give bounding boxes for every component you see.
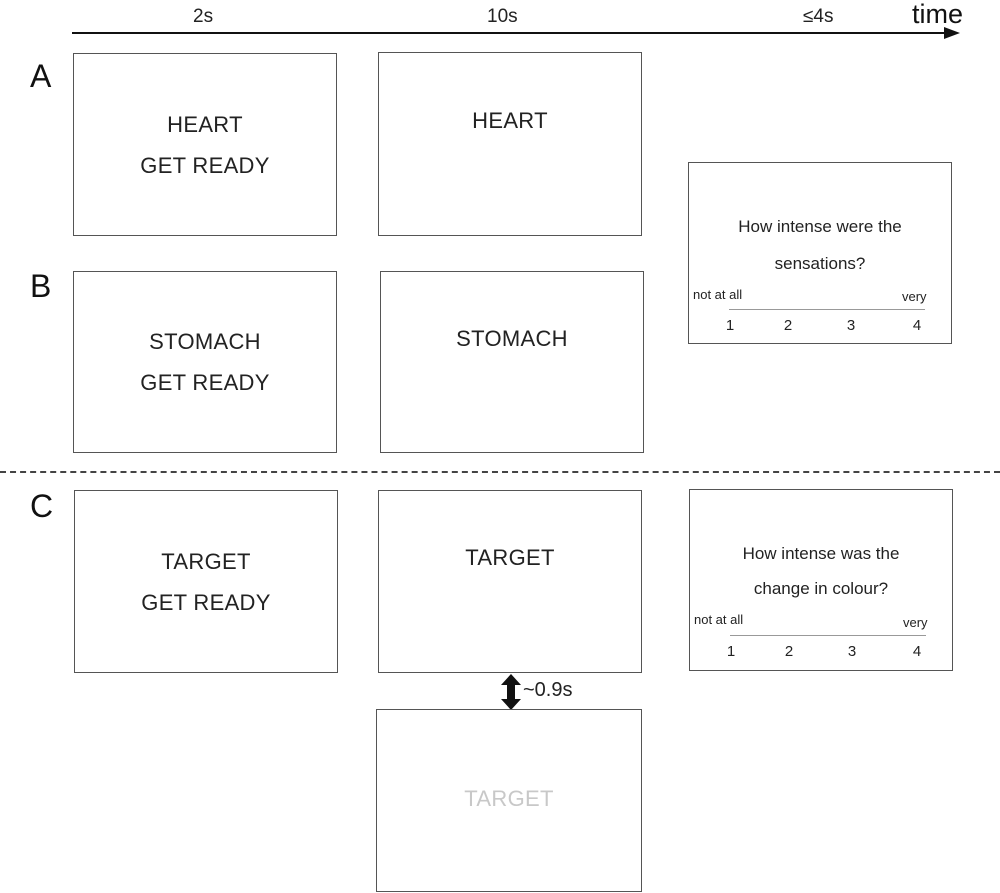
scale-option-4: 4 xyxy=(912,317,922,334)
scale-option-4: 4 xyxy=(912,643,922,660)
question-line1: How intense was the xyxy=(742,544,900,563)
faded-stimulus-text: TARGET xyxy=(464,786,554,811)
scale-option-2: 2 xyxy=(783,317,793,334)
scale-label-high: very xyxy=(902,289,927,304)
scale-label-low: not at all xyxy=(693,287,743,302)
panel-a-stimulus-screen: HEART xyxy=(378,52,642,236)
interval-label: ~0.9s xyxy=(523,679,573,701)
stimulus-text: STOMACH xyxy=(456,325,568,351)
scale-rule xyxy=(729,309,925,310)
scale-option-1: 1 xyxy=(726,643,736,660)
panel-letter-b: B xyxy=(30,268,52,304)
cue-line1: HEART xyxy=(167,111,243,137)
scale-option-1: 1 xyxy=(725,317,735,334)
stimulus-text: HEART xyxy=(472,107,548,133)
panel-b-stimulus-screen: STOMACH xyxy=(380,271,644,453)
panel-letter-a: A xyxy=(30,58,52,94)
cue-line2: GET READY xyxy=(140,152,270,178)
cue-line2: GET READY xyxy=(141,589,271,615)
question-line2: sensations? xyxy=(774,254,866,273)
cue-line2: GET READY xyxy=(140,370,270,395)
stimulus-text: TARGET xyxy=(465,545,555,570)
timeline-arrowhead xyxy=(944,27,960,39)
scale-option-3: 3 xyxy=(847,643,857,660)
scale-rule xyxy=(730,635,926,636)
scale-label-high: very xyxy=(903,615,928,630)
question-line1: How intense were the xyxy=(738,217,902,236)
panel-b-cue-screen: STOMACH GET READY xyxy=(73,271,337,453)
panel-a-cue-screen: HEART GET READY xyxy=(73,53,337,236)
section-separator xyxy=(0,471,1000,473)
rating-screen-sensations: How intense were the sensations? not at … xyxy=(688,162,952,344)
scale-option-3: 3 xyxy=(846,317,856,334)
time-axis-title: time xyxy=(912,0,964,29)
cue-line1: TARGET xyxy=(161,548,251,574)
panel-c-cue-screen: TARGET GET READY xyxy=(74,490,338,673)
rating-screen-colour: How intense was the change in colour? no… xyxy=(689,489,953,671)
timeline-axis xyxy=(72,27,960,39)
question-line2: change in colour? xyxy=(753,579,889,598)
time-label-stimulus: 10s xyxy=(487,6,518,27)
scale-label-low: not at all xyxy=(694,612,744,627)
panel-c-faded-stimulus-screen: TARGET xyxy=(376,709,642,892)
panel-letter-c: C xyxy=(30,488,54,524)
scale-option-2: 2 xyxy=(784,643,794,660)
double-arrow-icon xyxy=(501,674,521,710)
time-label-cue: 2s xyxy=(193,6,214,27)
panel-c-stimulus-screen: TARGET xyxy=(378,490,642,673)
cue-line1: STOMACH xyxy=(149,329,261,354)
time-label-rating: ≤4s xyxy=(803,6,834,27)
